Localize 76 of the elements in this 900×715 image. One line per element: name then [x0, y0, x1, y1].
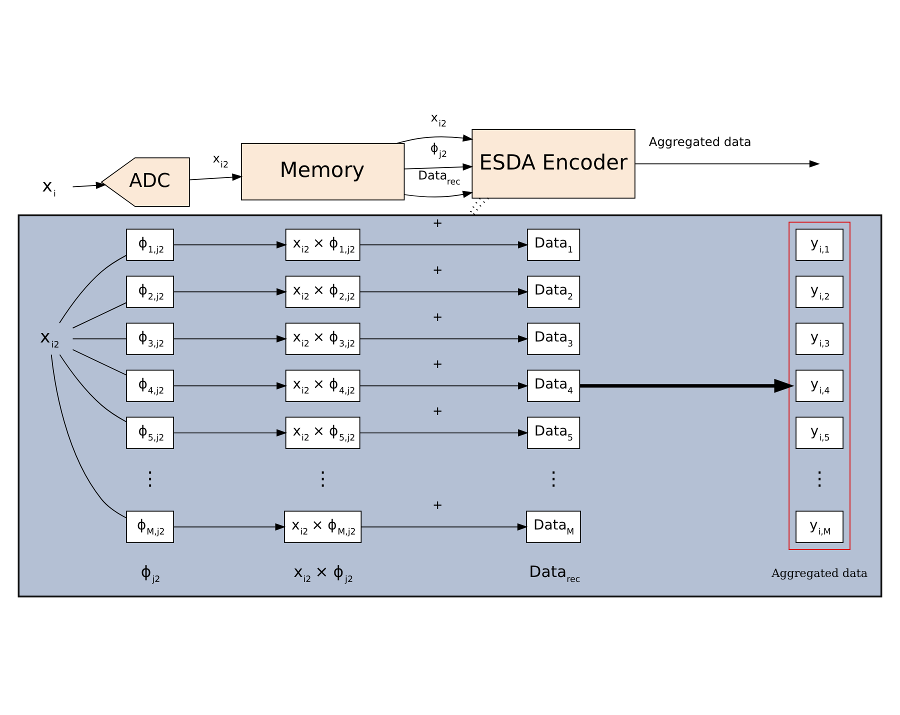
label: ⋮ [313, 466, 332, 490]
connector [469, 197, 481, 215]
node-text: x$_{i2}$ [40, 326, 60, 350]
node-text: x$_{i}$ [42, 176, 56, 200]
edge-label: + [432, 262, 443, 276]
edge-label: Data$_{rec}$ [418, 168, 460, 188]
arrow [404, 162, 474, 170]
edge-label: x$_{i2}$ [430, 110, 447, 129]
arrow [634, 160, 820, 167]
node-box: ϕ$_{M,j2}$ [126, 510, 174, 542]
label: Aggregated data [772, 566, 868, 580]
edge-label: ϕ$_{j2}$ [430, 140, 448, 160]
node-box: ϕ$_{2,j2}$ [126, 275, 174, 308]
arrow [173, 334, 288, 342]
node-box: x$_{i2}$ × ϕ$_{5,j2}$ [285, 416, 360, 448]
arrow [360, 334, 529, 342]
node-box: y$_{i,4}$ [796, 369, 844, 402]
node-box: y$_{i,5}$ [796, 416, 844, 448]
connector [72, 338, 127, 339]
edge-label: + [432, 497, 443, 512]
arrow [173, 240, 288, 248]
node-box: ϕ$_{3,j2}$ [126, 322, 174, 354]
node-box: x$_{i2}$ × ϕ$_{M,j2}$ [284, 510, 362, 542]
connector [50, 354, 127, 518]
edge-label: x$_{i2}$ [212, 150, 228, 170]
edge-label: + [432, 403, 443, 418]
arrow [173, 288, 288, 295]
node-box: y$_{i,1}$ [796, 228, 844, 260]
arrow [404, 190, 474, 198]
cluster [18, 214, 882, 597]
node-box: Data$_{4}$ [527, 369, 580, 402]
node-box: x$_{i2}$ × ϕ$_{1,j2}$ [285, 228, 360, 260]
arrow [173, 522, 286, 530]
label: x$_{i2}$ × ϕ$_{j2}$ [294, 561, 353, 584]
arrow [580, 378, 794, 392]
node-box: x$_{i2}$ × ϕ$_{2,j2}$ [285, 275, 360, 308]
node-box: x$_{i2}$ × ϕ$_{4,j2}$ [285, 369, 360, 402]
cluster [788, 221, 850, 550]
node-box: ϕ$_{1,j2}$ [126, 228, 174, 260]
arrow [360, 240, 529, 248]
label: ⋮ [544, 466, 564, 490]
connector [472, 197, 489, 216]
edge-label: Aggregated data [648, 134, 752, 148]
node-box: Memory [241, 142, 405, 200]
node-box: Data$_{5}$ [527, 416, 580, 448]
arrow [360, 522, 528, 530]
node-box: Data$_{1}$ [527, 228, 580, 260]
node-box: Data$_{3}$ [527, 322, 580, 354]
arrow [360, 382, 529, 390]
node-box: Data$_{M}$ [526, 510, 581, 542]
node-box: y$_{i,3}$ [796, 322, 844, 354]
arrow [72, 181, 106, 189]
arrow [173, 428, 288, 436]
edge-label: + [432, 215, 443, 230]
node-box: Data$_{2}$ [527, 275, 580, 308]
node-box: ESDA Encoder [472, 128, 636, 198]
node-box: ϕ$_{4,j2}$ [126, 369, 174, 402]
edge-label: + [432, 356, 443, 370]
node-box: y$_{i,M}$ [796, 510, 844, 542]
node-box: x$_{i2}$ × ϕ$_{3,j2}$ [285, 322, 360, 354]
connector [72, 302, 127, 328]
connector [59, 354, 127, 422]
arrow [173, 382, 288, 390]
arrow [396, 134, 474, 144]
edge-label: + [432, 309, 443, 324]
connector [59, 254, 127, 323]
arrow [360, 288, 529, 295]
arrow [189, 173, 243, 180]
label: ⋮ [810, 466, 830, 490]
node-box: y$_{i,2}$ [796, 275, 844, 308]
arrow [360, 428, 529, 436]
label: ⋮ [140, 466, 160, 490]
connector [72, 348, 127, 376]
label: Data$_{rec}$ [529, 561, 580, 584]
label: ϕ$_{j2}$ [140, 561, 160, 584]
node-box: ϕ$_{5,j2}$ [126, 416, 174, 448]
